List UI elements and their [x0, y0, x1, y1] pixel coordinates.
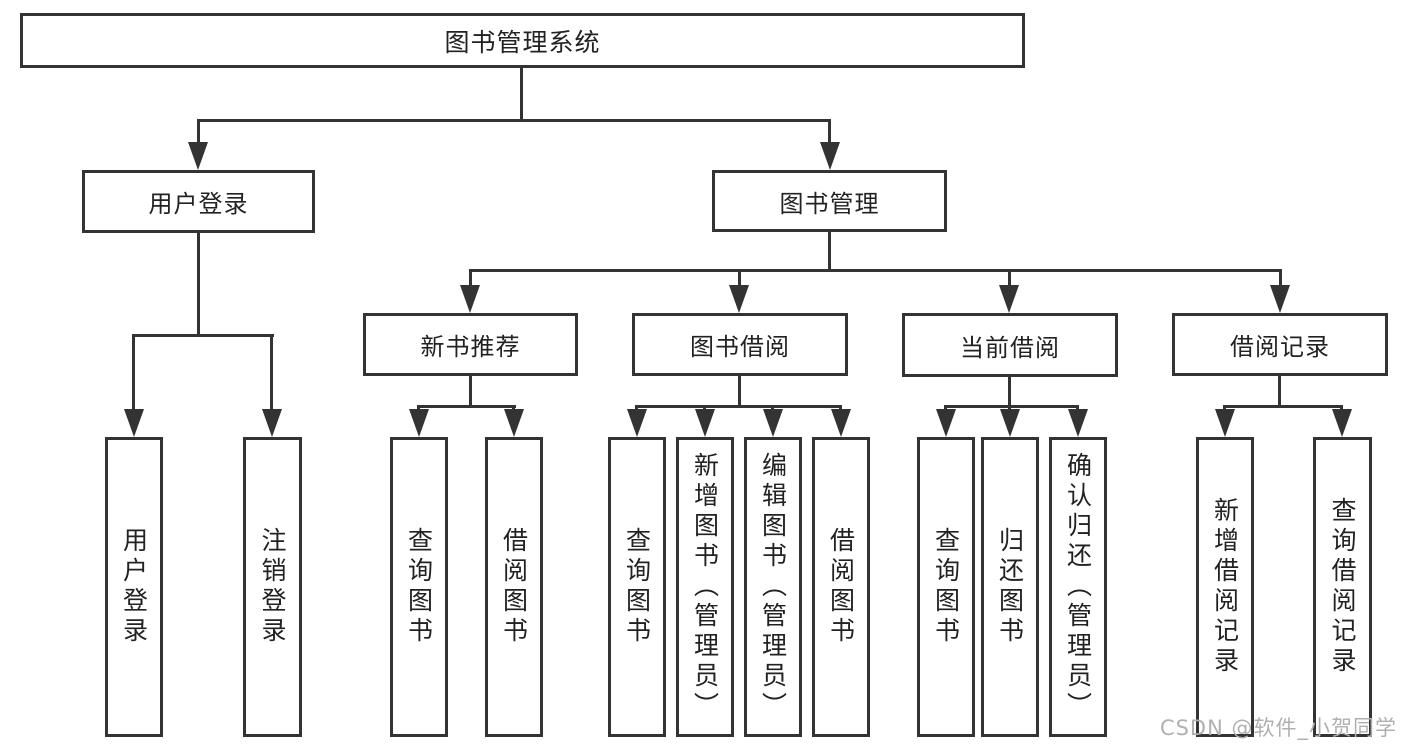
leaf-add-borrow-record: 新增借阅记录: [1196, 437, 1254, 737]
arrowhead: [1215, 409, 1235, 437]
arrowhead: [695, 409, 715, 437]
arrowhead: [460, 285, 480, 313]
leaf-query-books-borrowing: 查询图书: [608, 437, 666, 737]
node-root: 图书管理系统: [20, 13, 1025, 68]
connector-horizontal: [944, 405, 1079, 408]
arrowhead: [409, 409, 429, 437]
connector-root-stem: [520, 68, 523, 122]
node-user-login: 用户登录: [82, 170, 315, 233]
node-book-borrowing: 图书借阅: [632, 313, 848, 376]
leaf-return-books: 归还图书: [981, 437, 1039, 737]
arrowhead: [504, 409, 524, 437]
arrowhead: [627, 409, 647, 437]
leaf-edit-books-admin: 编辑图书（管理员）: [744, 437, 802, 737]
arrowhead: [763, 409, 783, 437]
connector-stem: [197, 233, 200, 336]
leaf-borrow-books-borrowing: 借阅图书: [812, 437, 870, 737]
node-label: 借阅图书: [826, 527, 856, 647]
node-label: 借阅图书: [499, 527, 529, 647]
node-label: 归还图书: [995, 527, 1025, 647]
node-label: 查询借阅记录: [1328, 497, 1357, 677]
connector-stem: [1008, 269, 1011, 291]
node-current-borrowing: 当前借阅: [902, 313, 1118, 377]
arrowhead: [1000, 409, 1020, 437]
connector-stem: [132, 334, 135, 414]
connector-stem: [738, 269, 741, 291]
connector-stem: [828, 232, 831, 272]
node-label: 编辑图书（管理员）: [758, 452, 788, 722]
node-label: 借阅记录: [1230, 333, 1330, 361]
connector-horizontal: [1223, 405, 1343, 408]
node-new-book-recommendation: 新书推荐: [363, 313, 578, 376]
arrowhead: [820, 142, 840, 170]
arrowhead: [262, 409, 282, 437]
connector-level1-horizontal: [197, 119, 831, 122]
connector-user-login-stem: [197, 119, 200, 151]
connector-horizontal: [417, 405, 516, 408]
node-label: 确认归还（管理员）: [1063, 452, 1093, 722]
connector-stem: [1278, 376, 1281, 407]
arrowhead: [999, 285, 1019, 313]
arrowhead: [1068, 409, 1088, 437]
arrowhead: [1270, 285, 1290, 313]
node-label: 查询图书: [622, 527, 652, 647]
connector-stem: [1279, 269, 1282, 291]
leaf-borrow-books-recommendation: 借阅图书: [485, 437, 543, 737]
node-book-management: 图书管理: [712, 170, 947, 232]
node-borrowing-records: 借阅记录: [1172, 313, 1388, 376]
connector-stem: [469, 376, 472, 408]
leaf-logout: 注销登录: [243, 437, 302, 737]
connector-stem: [1008, 377, 1011, 408]
node-label: 当前借阅: [960, 333, 1060, 362]
arrowhead: [831, 409, 851, 437]
arrowhead: [729, 285, 749, 313]
connector-level3-horizontal: [469, 269, 1282, 272]
node-label: 新增借阅记录: [1210, 497, 1240, 677]
leaf-add-books-admin: 新增图书（管理员）: [676, 437, 734, 737]
connector-horizontal: [132, 334, 274, 337]
connector-stem: [469, 269, 472, 291]
leaf-user-login: 用户登录: [105, 437, 163, 737]
node-label: 用户登录: [148, 190, 249, 218]
leaf-query-books-recommendation: 查询图书: [390, 437, 448, 737]
node-label: 图书借阅: [690, 333, 790, 361]
node-label: 用户登录: [119, 527, 149, 647]
node-label: 新增图书（管理员）: [690, 452, 720, 722]
arrowhead: [124, 409, 144, 437]
connector-stem: [738, 376, 741, 408]
arrowhead: [1332, 409, 1352, 437]
leaf-confirm-return-admin: 确认归还（管理员）: [1049, 437, 1107, 737]
connector-book-management-stem: [828, 119, 831, 151]
csdn-watermark: CSDN @软件_小贺同学: [1159, 716, 1397, 740]
node-label: 注销登录: [258, 527, 287, 647]
leaf-query-books-current: 查询图书: [917, 437, 975, 737]
node-label: 图书管理系统: [444, 27, 601, 57]
connector-stem: [270, 334, 273, 414]
node-label: 新书推荐: [420, 333, 521, 361]
node-label: 查询图书: [404, 527, 434, 647]
leaf-query-borrow-record: 查询借阅记录: [1313, 437, 1372, 737]
node-label: 查询图书: [931, 527, 961, 647]
node-label: 图书管理: [779, 189, 880, 218]
connector-horizontal: [635, 405, 842, 408]
arrowhead: [188, 142, 208, 170]
arrowhead: [936, 409, 956, 437]
